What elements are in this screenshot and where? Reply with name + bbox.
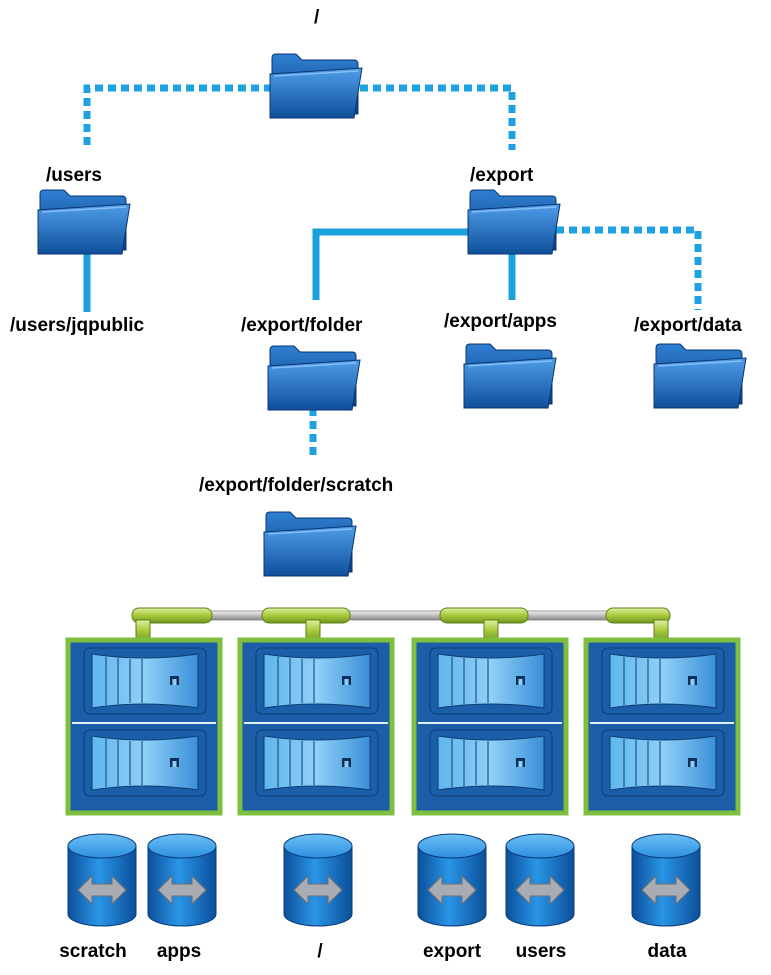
- volume-icon-apps: [147, 833, 217, 927]
- dotted-connectors: [83, 84, 702, 455]
- label-export: /export: [470, 165, 534, 186]
- label-export-folder: /export/folder: [241, 315, 363, 336]
- disk-shelf-icon: [601, 647, 725, 715]
- interconnect-rail-2: [261, 607, 351, 643]
- volume-label-root: /: [317, 941, 323, 962]
- controller-node-3: [411, 637, 569, 816]
- disk-shelf-icon: [601, 729, 725, 797]
- label-root: /: [314, 7, 320, 28]
- disk-shelf-icon: [255, 647, 379, 715]
- volume-label-users: users: [515, 941, 567, 962]
- label-export-data: /export/data: [634, 315, 742, 336]
- folder-icon-export: [467, 189, 561, 255]
- folder-icon-export-data: [653, 343, 747, 409]
- interconnect-rail-4: [605, 607, 671, 643]
- volume-icon-data: [631, 833, 701, 927]
- controller-node-1: [65, 637, 223, 816]
- volume-label-scratch: scratch: [59, 941, 127, 962]
- disk-shelf-icon: [255, 729, 379, 797]
- folder-icon-export-folder: [267, 345, 361, 411]
- controller-node-2: [237, 637, 395, 816]
- disk-shelf-icon: [83, 729, 207, 797]
- interconnect-rail-1: [131, 607, 213, 643]
- label-export-apps: /export/apps: [444, 311, 557, 332]
- volume-label-apps: apps: [156, 941, 202, 962]
- link-export-folder: [312, 228, 468, 300]
- folder-icon-export-folder-scratch: [263, 511, 357, 577]
- volume-icon-root: [283, 833, 353, 927]
- disk-shelf-icon: [83, 647, 207, 715]
- link-root-users: [83, 84, 272, 150]
- volume-label-data: data: [647, 941, 687, 962]
- volume-label-export: export: [422, 941, 482, 962]
- link-root-export: [360, 84, 516, 150]
- cluster-interconnect: [131, 607, 671, 643]
- interconnect-pipe: [149, 610, 661, 621]
- interconnect-rail-3: [439, 607, 529, 643]
- volume-icon-export: [417, 833, 487, 927]
- disk-shelf-icon: [429, 647, 553, 715]
- volume-icon-scratch: [67, 833, 137, 927]
- volume-icon-users: [505, 833, 575, 927]
- folder-icon-export-apps: [463, 343, 557, 409]
- label-export-folder-scratch: /export/folder/scratch: [199, 475, 394, 496]
- folder-icon-root: [269, 53, 363, 119]
- folder-icon-users: [37, 189, 131, 255]
- controller-node-4: [583, 637, 741, 816]
- label-users: /users: [46, 165, 102, 186]
- link-export-data: [556, 226, 702, 310]
- disk-shelf-icon: [429, 729, 553, 797]
- label-users-jqpublic: /users/jqpublic: [10, 315, 145, 336]
- solid-connectors: [83, 228, 516, 312]
